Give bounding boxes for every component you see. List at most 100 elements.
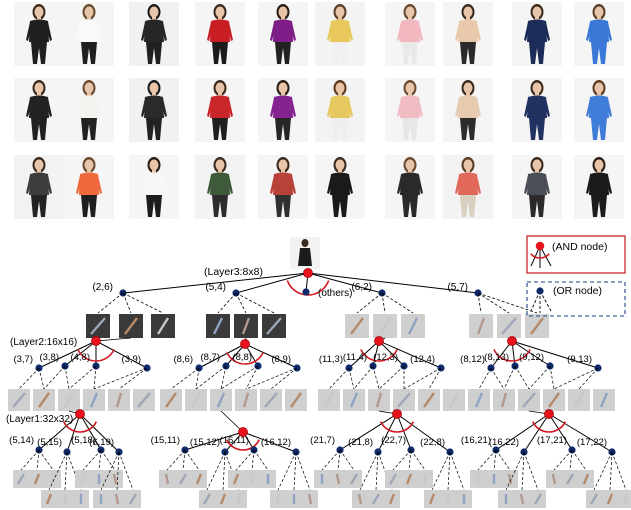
part-stroke [428, 493, 436, 505]
and-arc [530, 253, 550, 259]
edge [184, 449, 200, 471]
edge [206, 451, 226, 491]
part-stroke [178, 473, 188, 485]
edge [359, 451, 379, 491]
edge [122, 272, 309, 294]
part-stroke [448, 392, 460, 408]
part-stroke [388, 473, 398, 485]
edge [79, 413, 102, 451]
part-stroke [565, 473, 575, 485]
or-node-label: (16,21) [461, 435, 491, 446]
or-node-label: (8,7) [200, 352, 220, 363]
edge [244, 343, 298, 369]
edge [100, 451, 120, 491]
or-node-label: (9,12) [519, 352, 544, 363]
part-stroke [335, 473, 341, 485]
woman-hat-black-outfit-reconstruction [129, 78, 179, 142]
edge [195, 367, 200, 390]
edge [295, 451, 311, 491]
edge [511, 340, 551, 367]
edge [378, 340, 405, 367]
edge [521, 451, 525, 491]
or-node-label: (8,12) [460, 354, 485, 365]
or-node-label: (11,4) [343, 352, 367, 363]
edge [375, 451, 379, 491]
part-stroke [375, 392, 383, 408]
edge [569, 449, 573, 471]
edge [493, 449, 497, 471]
edge [38, 340, 97, 369]
edge [511, 340, 599, 369]
or-node-label: (5,15) [37, 437, 62, 448]
edge [100, 449, 116, 471]
woman-white-blouse-photo [64, 2, 114, 66]
edge [220, 365, 227, 390]
part-stroke [275, 493, 281, 505]
edge [79, 413, 120, 453]
part-stroke [202, 493, 212, 505]
edge [43, 365, 66, 390]
and-arc [226, 352, 264, 365]
edge [38, 413, 81, 451]
legend-or-label: (OR node) [553, 285, 602, 297]
or-node-label: (8,9) [271, 354, 291, 365]
edge [66, 451, 82, 491]
part-stroke [599, 392, 609, 408]
edge [222, 451, 226, 491]
edge [447, 451, 451, 491]
or-node-label: (21,8) [348, 437, 373, 448]
woman-beige-top-reconstruction [443, 78, 493, 142]
part-stroke [397, 392, 411, 408]
edge [408, 449, 412, 471]
part-stroke [407, 317, 419, 335]
and-arc [62, 421, 98, 433]
and-arc [493, 349, 531, 362]
edge [98, 449, 102, 471]
woman-yellow-shirt-reconstruction [315, 78, 365, 142]
edge [38, 449, 54, 471]
part-stroke [307, 493, 313, 505]
edge [18, 367, 40, 390]
or-node-label: (16,11) [220, 435, 249, 446]
edge [381, 292, 414, 314]
edge [64, 365, 70, 390]
edge [495, 413, 550, 451]
root-thumbnail-head [301, 239, 309, 247]
part-stroke [349, 473, 359, 485]
and-node [240, 339, 250, 349]
edge [93, 367, 148, 390]
woman-black-shirt-photo [14, 2, 64, 66]
part-stroke [606, 493, 614, 505]
part-stroke [423, 392, 435, 408]
or-node-label: (5,18) [71, 435, 96, 446]
woman-pink-top-reconstruction [385, 78, 435, 142]
edge [548, 413, 573, 451]
edge [217, 292, 237, 314]
and-arc [225, 439, 261, 451]
part-stroke [164, 473, 170, 485]
edge [277, 451, 297, 491]
woman-black-shirt-reconstruction [14, 78, 64, 142]
part-stroke [623, 493, 629, 505]
edge [477, 292, 482, 314]
edge [95, 340, 148, 369]
part-stroke [519, 493, 525, 505]
edge [431, 451, 451, 491]
part-stroke [323, 392, 335, 408]
edge [82, 449, 102, 471]
edge [548, 413, 613, 453]
woman-hat-black-outfit-photo [129, 2, 179, 66]
legend-and-label: (AND node) [552, 241, 607, 253]
edge [270, 367, 298, 390]
part-stroke [266, 317, 282, 335]
and-arc [531, 421, 567, 433]
woman-little-black-dress-photo [574, 155, 624, 219]
or-node-label: (4,8) [70, 352, 90, 363]
part-stroke [241, 317, 251, 335]
or-node-label: (6,2) [351, 282, 372, 293]
edge [549, 365, 555, 390]
woman-yellow-shirt-photo [315, 2, 365, 66]
part-stroke [249, 473, 255, 485]
edge [428, 367, 442, 390]
part-stroke [45, 493, 53, 505]
